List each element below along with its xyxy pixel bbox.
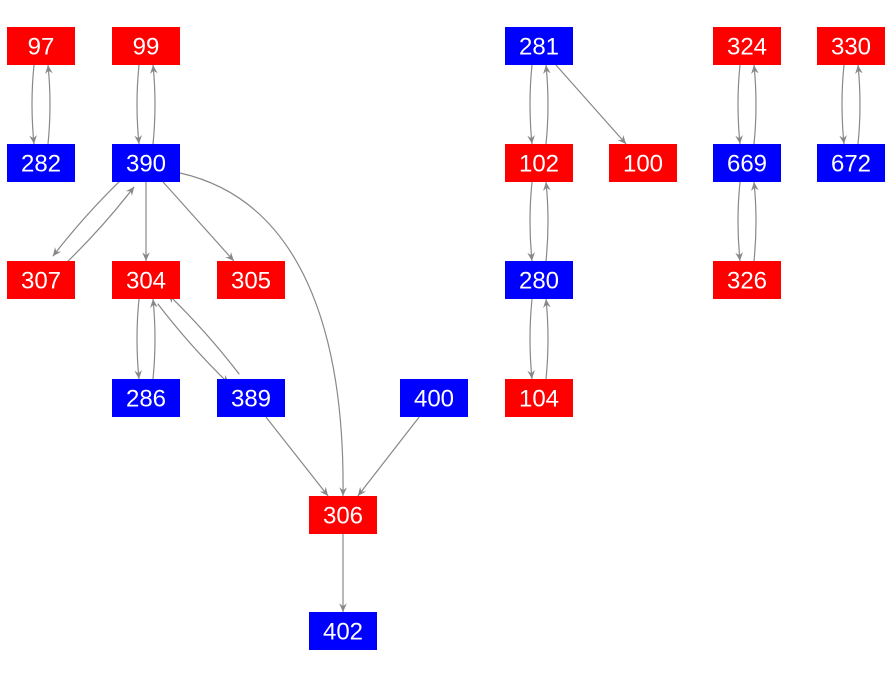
node-402-label: 402 bbox=[323, 619, 363, 646]
node-324-label: 324 bbox=[727, 34, 767, 61]
node-281-box bbox=[505, 27, 573, 65]
node-304-label: 304 bbox=[126, 268, 166, 295]
node-102-box bbox=[505, 144, 573, 182]
node-306-label: 306 bbox=[323, 503, 363, 530]
node-669[interactable]: 669 bbox=[713, 144, 781, 182]
node-390[interactable]: 390 bbox=[112, 144, 180, 182]
node-100[interactable]: 100 bbox=[609, 144, 677, 182]
node-672-label: 672 bbox=[831, 151, 871, 178]
edge-281-to-100 bbox=[555, 64, 627, 145]
edge-389-to-304 bbox=[167, 293, 240, 375]
edge-672-to-330 bbox=[855, 64, 863, 145]
edge-104-to-280 bbox=[543, 298, 551, 380]
edge-669-to-326 bbox=[735, 181, 743, 262]
node-389-box bbox=[217, 379, 285, 417]
node-282-box bbox=[7, 144, 75, 182]
node-286-box bbox=[112, 379, 180, 417]
node-286[interactable]: 286 bbox=[112, 379, 180, 417]
edge-400-to-306 bbox=[357, 416, 420, 497]
edge-390-to-306 bbox=[179, 172, 347, 497]
node-305[interactable]: 305 bbox=[217, 261, 285, 299]
node-306-box bbox=[309, 496, 377, 534]
node-99[interactable]: 99 bbox=[112, 27, 180, 65]
edge-97-to-282 bbox=[29, 64, 37, 145]
edge-324-to-669 bbox=[735, 64, 743, 145]
node-280-label: 280 bbox=[519, 268, 559, 295]
node-102-label: 102 bbox=[519, 151, 559, 178]
edge-389-to-306 bbox=[265, 416, 329, 497]
edge-layer bbox=[29, 64, 863, 612]
node-104-box bbox=[505, 379, 573, 417]
node-97-label: 97 bbox=[28, 34, 55, 61]
node-280[interactable]: 280 bbox=[505, 261, 573, 299]
edge-390-to-307 bbox=[52, 176, 125, 257]
edge-390-to-305 bbox=[162, 181, 235, 262]
node-389-label: 389 bbox=[231, 386, 271, 413]
edge-280-to-102 bbox=[543, 181, 551, 262]
node-330-box bbox=[817, 27, 885, 65]
node-326-box bbox=[713, 261, 781, 299]
edge-307-to-390 bbox=[62, 186, 135, 267]
edge-330-to-672 bbox=[839, 64, 847, 145]
edge-304-to-389 bbox=[157, 303, 230, 385]
node-304[interactable]: 304 bbox=[112, 261, 180, 299]
node-330[interactable]: 330 bbox=[817, 27, 885, 65]
node-400[interactable]: 400 bbox=[400, 379, 468, 417]
edge-281-to-102 bbox=[527, 64, 535, 145]
edge-326-to-669 bbox=[751, 181, 759, 262]
node-326-label: 326 bbox=[727, 268, 767, 295]
node-307[interactable]: 307 bbox=[7, 261, 75, 299]
node-281[interactable]: 281 bbox=[505, 27, 573, 65]
edge-390-to-99 bbox=[150, 64, 158, 145]
node-389[interactable]: 389 bbox=[217, 379, 285, 417]
edge-669-to-324 bbox=[751, 64, 759, 145]
node-layer: 97 99 281 324 330 282 390 102 100 669 672 307 304 305… bbox=[7, 27, 885, 650]
edge-282-to-97 bbox=[45, 64, 53, 145]
node-400-box bbox=[400, 379, 468, 417]
node-390-label: 390 bbox=[126, 151, 166, 178]
node-306[interactable]: 306 bbox=[309, 496, 377, 534]
node-402-box bbox=[309, 612, 377, 650]
edge-102-to-281 bbox=[543, 64, 551, 145]
node-669-label: 669 bbox=[727, 151, 767, 178]
node-330-label: 330 bbox=[831, 34, 871, 61]
edge-304-to-286 bbox=[134, 298, 142, 380]
node-280-box bbox=[505, 261, 573, 299]
node-102[interactable]: 102 bbox=[505, 144, 573, 182]
node-99-label: 99 bbox=[133, 34, 160, 61]
node-324[interactable]: 324 bbox=[713, 27, 781, 65]
node-286-label: 286 bbox=[126, 386, 166, 413]
node-307-box bbox=[7, 261, 75, 299]
node-400-label: 400 bbox=[414, 386, 454, 413]
node-281-label: 281 bbox=[519, 34, 559, 61]
node-100-box bbox=[609, 144, 677, 182]
edge-280-to-104 bbox=[527, 298, 535, 380]
node-304-box bbox=[112, 261, 180, 299]
edge-102-to-280 bbox=[527, 181, 535, 262]
node-390-box bbox=[112, 144, 180, 182]
node-282-label: 282 bbox=[21, 151, 61, 178]
node-99-box bbox=[112, 27, 180, 65]
node-97[interactable]: 97 bbox=[7, 27, 75, 65]
node-326[interactable]: 326 bbox=[713, 261, 781, 299]
node-97-box bbox=[7, 27, 75, 65]
node-104[interactable]: 104 bbox=[505, 379, 573, 417]
edge-99-to-390 bbox=[134, 64, 142, 145]
node-672[interactable]: 672 bbox=[817, 144, 885, 182]
node-305-label: 305 bbox=[231, 268, 271, 295]
node-307-label: 307 bbox=[21, 268, 61, 295]
node-672-box bbox=[817, 144, 885, 182]
node-100-label: 100 bbox=[623, 151, 663, 178]
node-104-label: 104 bbox=[519, 386, 559, 413]
node-305-box bbox=[217, 261, 285, 299]
node-282[interactable]: 282 bbox=[7, 144, 75, 182]
edge-286-to-304 bbox=[150, 298, 158, 380]
node-324-box bbox=[713, 27, 781, 65]
node-669-box bbox=[713, 144, 781, 182]
node-402[interactable]: 402 bbox=[309, 612, 377, 650]
